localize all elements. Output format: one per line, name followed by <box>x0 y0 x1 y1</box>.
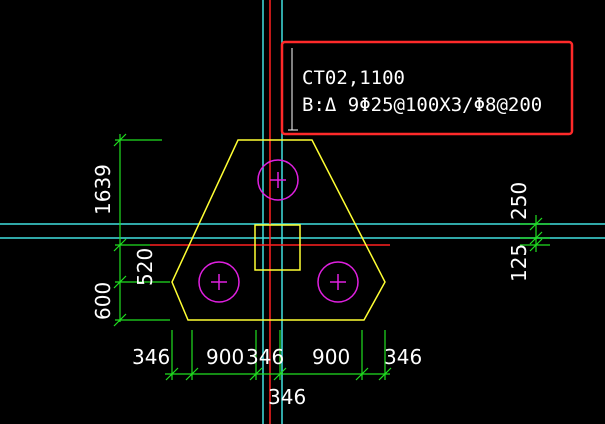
bottom-dimension-chain <box>165 330 392 381</box>
callout-highlight-box[interactable] <box>280 40 574 136</box>
left-dimension-chain <box>113 133 170 327</box>
dim-left-600[interactable]: 600 <box>91 282 115 320</box>
annotation-line-1[interactable]: CT02,1100 <box>302 67 405 89</box>
dim-right-250[interactable]: 250 <box>507 182 531 220</box>
dim-right-125[interactable]: 125 <box>507 244 531 282</box>
pile-top[interactable] <box>257 159 299 201</box>
dim-bottom-900-right[interactable]: 900 <box>312 345 350 369</box>
dim-bottom-346-lower[interactable]: 346 <box>268 385 306 409</box>
pile-right[interactable] <box>317 261 359 303</box>
dim-bottom-900-left[interactable]: 900 <box>206 345 244 369</box>
pile-left[interactable] <box>198 261 240 303</box>
dim-bottom-346-right[interactable]: 346 <box>384 345 422 369</box>
dim-bottom-346-left[interactable]: 346 <box>132 345 170 369</box>
pile-cap-outline[interactable] <box>171 139 386 321</box>
dim-left-520[interactable]: 520 <box>133 248 157 286</box>
annotation-line-2[interactable]: B:Δ 9Φ25@100X3/Φ8@200 <box>302 94 542 116</box>
dim-left-1639[interactable]: 1639 <box>91 164 115 215</box>
right-dimension-chain <box>520 215 550 252</box>
column-outline[interactable] <box>254 224 301 271</box>
dim-bottom-346-center[interactable]: 346 <box>246 345 284 369</box>
